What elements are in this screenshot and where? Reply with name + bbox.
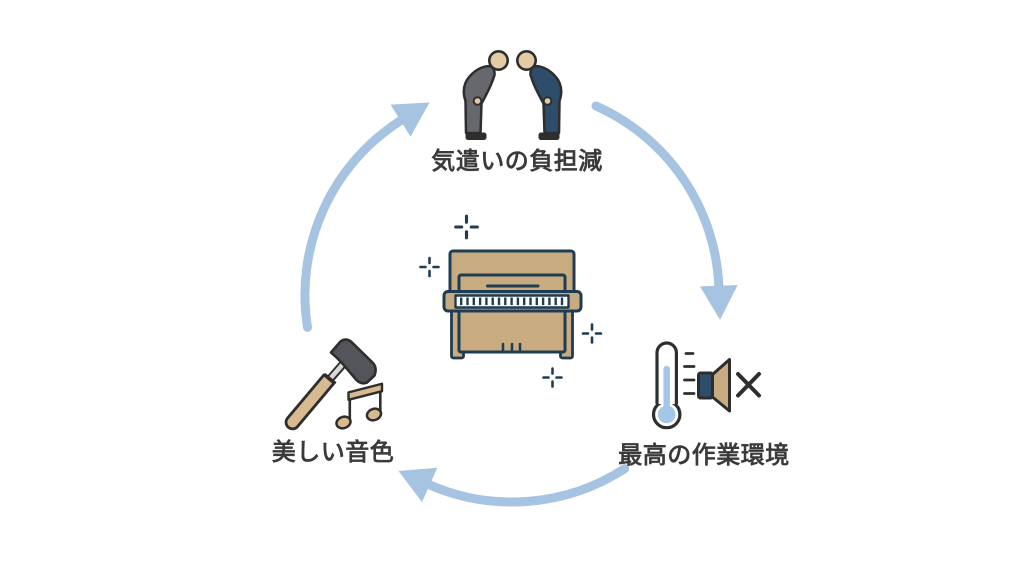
mute-x-icon [736,372,761,398]
muted-speaker-icon [697,358,761,413]
node-label-beautiful-tone: 美しい音色 [271,438,395,466]
sparkle-icon [454,214,479,240]
node-label-best-work-environment: 最高の作業環境 [618,441,790,469]
bowing-people-icon [462,49,563,142]
sparkle-icon [419,256,440,278]
tuning-hammer-music-note-icon [284,338,384,431]
node-label-reduced-consideration-burden: 気遣いの負担減 [431,147,603,175]
sparkle-icon [542,367,563,388]
tuning-hammer-icon [284,338,377,431]
thermometer-icon [651,341,696,430]
thermometer-scale-marks [683,352,696,395]
sparkle-icon [581,323,603,344]
piano-pedals [501,342,522,353]
arrow-left-to-top [300,102,430,332]
bowing-person-left [462,49,509,142]
arrow-right-to-left [398,464,630,507]
bowing-person-right [516,49,563,142]
thermometer-muted-speaker-icon [651,341,761,430]
cycle-arrows [300,101,738,507]
upright-piano-icon [442,249,583,360]
music-note-icon [335,382,384,430]
arrow-top-to-right [591,101,738,320]
